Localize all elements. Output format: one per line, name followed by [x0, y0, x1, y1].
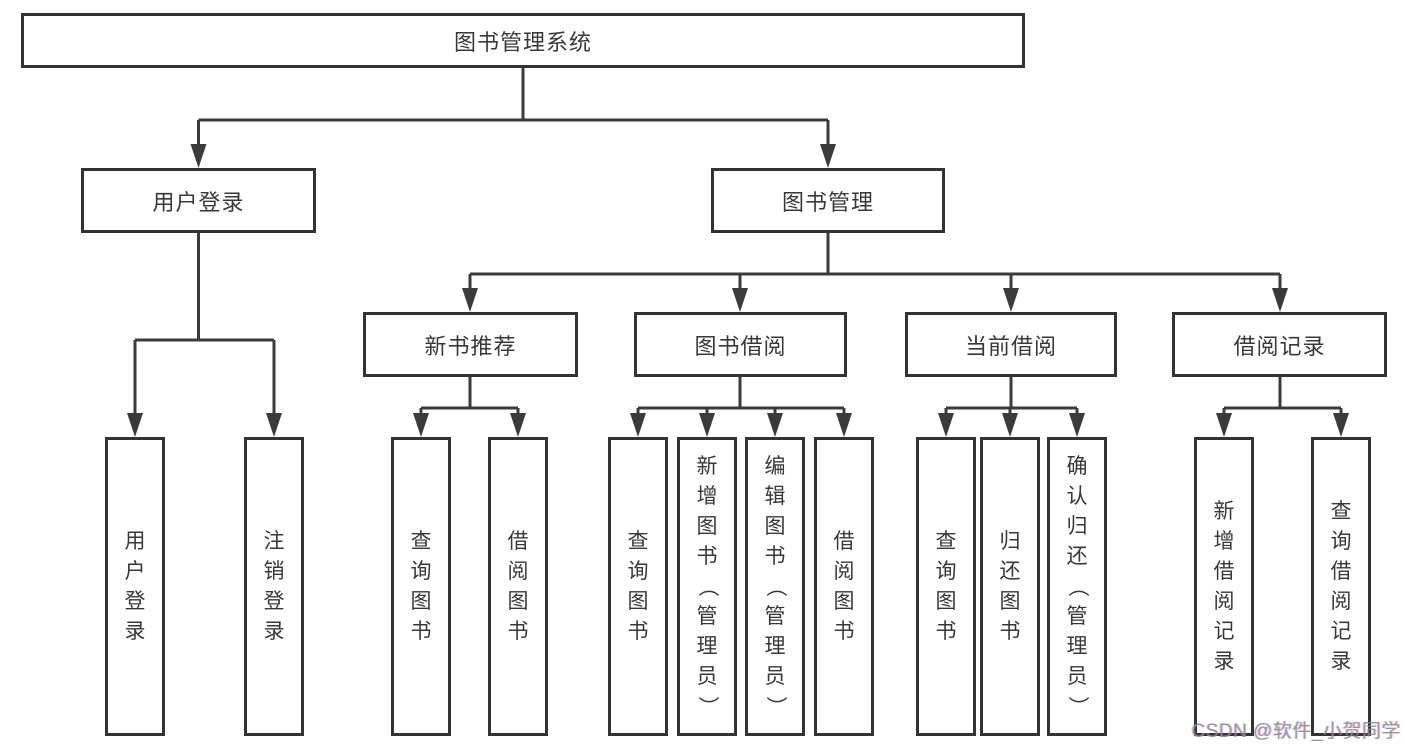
leaf-query-borrow-record: 查询借阅记录: [1311, 437, 1371, 736]
connector-book-management-to-children: [462, 233, 1288, 312]
arrowhead-icon: [462, 288, 478, 312]
watermark: CSDN @软件_小贺同学: [1191, 721, 1401, 742]
arrowhead-icon: [266, 413, 282, 437]
arrowhead-icon: [836, 413, 852, 437]
node-borrow-records: 借阅记录: [1172, 312, 1387, 377]
arrowhead-icon: [699, 413, 715, 437]
node-root-label: 图书管理系统: [453, 29, 592, 55]
connector-current-borrow-to-children: [938, 377, 1085, 437]
node-current-borrow-label: 当前借阅: [964, 333, 1057, 359]
node-book-management: 图书管理: [711, 168, 945, 233]
arrowhead-icon: [1333, 413, 1349, 437]
leaf-return-book: 归还图书: [980, 437, 1040, 736]
connector-new-book-recommend-to-children: [413, 377, 526, 437]
leaf-query-books-current: 查询图书: [916, 437, 976, 736]
arrowhead-icon: [938, 413, 954, 437]
arrowhead-icon: [1069, 413, 1085, 437]
leaf-borrow-books-recommend: 借阅图书: [488, 437, 548, 736]
leaf-add-borrow-record: 新增借阅记录: [1194, 437, 1254, 736]
node-book-borrow-label: 图书借阅: [694, 333, 787, 359]
node-borrow-records-label: 借阅记录: [1233, 333, 1326, 359]
node-new-book-recommend-label: 新书推荐: [424, 333, 517, 359]
node-current-borrow: 当前借阅: [905, 312, 1117, 377]
node-root: 图书管理系统: [21, 13, 1025, 68]
node-user-login: 用户登录: [81, 168, 316, 233]
node-book-management-label: 图书管理: [781, 189, 874, 215]
arrowhead-icon: [630, 413, 646, 437]
connector-user-login-to-children: [127, 233, 282, 437]
leaf-user-login: 用户登录: [105, 437, 165, 736]
leaf-query-books-borrow: 查询图书: [608, 437, 668, 736]
leaf-add-book-admin: 新增图书（管理员）: [677, 437, 737, 736]
leaf-borrow-books: 借阅图书: [814, 437, 874, 736]
arrowhead-icon: [1003, 288, 1019, 312]
arrowhead-icon: [413, 413, 429, 437]
leaf-edit-book-admin: 编辑图书（管理员）: [745, 437, 805, 736]
arrowhead-icon: [1216, 413, 1232, 437]
arrowhead-icon: [767, 413, 783, 437]
arrowhead-icon: [127, 413, 143, 437]
leaf-logout: 注销登录: [244, 437, 304, 736]
arrowhead-icon: [510, 413, 526, 437]
arrowhead-icon: [820, 144, 836, 168]
arrowhead-icon: [1272, 288, 1288, 312]
arrowhead-icon: [732, 288, 748, 312]
connector-book-borrow-to-children: [630, 377, 852, 437]
node-book-borrow: 图书借阅: [634, 312, 847, 377]
arrowhead-icon: [1002, 413, 1018, 437]
node-user-login-label: 用户登录: [152, 189, 245, 215]
connector-root-to-children: [190, 68, 836, 168]
arrowhead-icon: [190, 144, 207, 168]
leaf-query-books-recommend: 查询图书: [391, 437, 451, 736]
connector-borrow-records-to-children: [1216, 377, 1349, 437]
leaf-confirm-return-admin: 确认归还（管理员）: [1047, 437, 1107, 736]
node-new-book-recommend: 新书推荐: [363, 312, 578, 377]
